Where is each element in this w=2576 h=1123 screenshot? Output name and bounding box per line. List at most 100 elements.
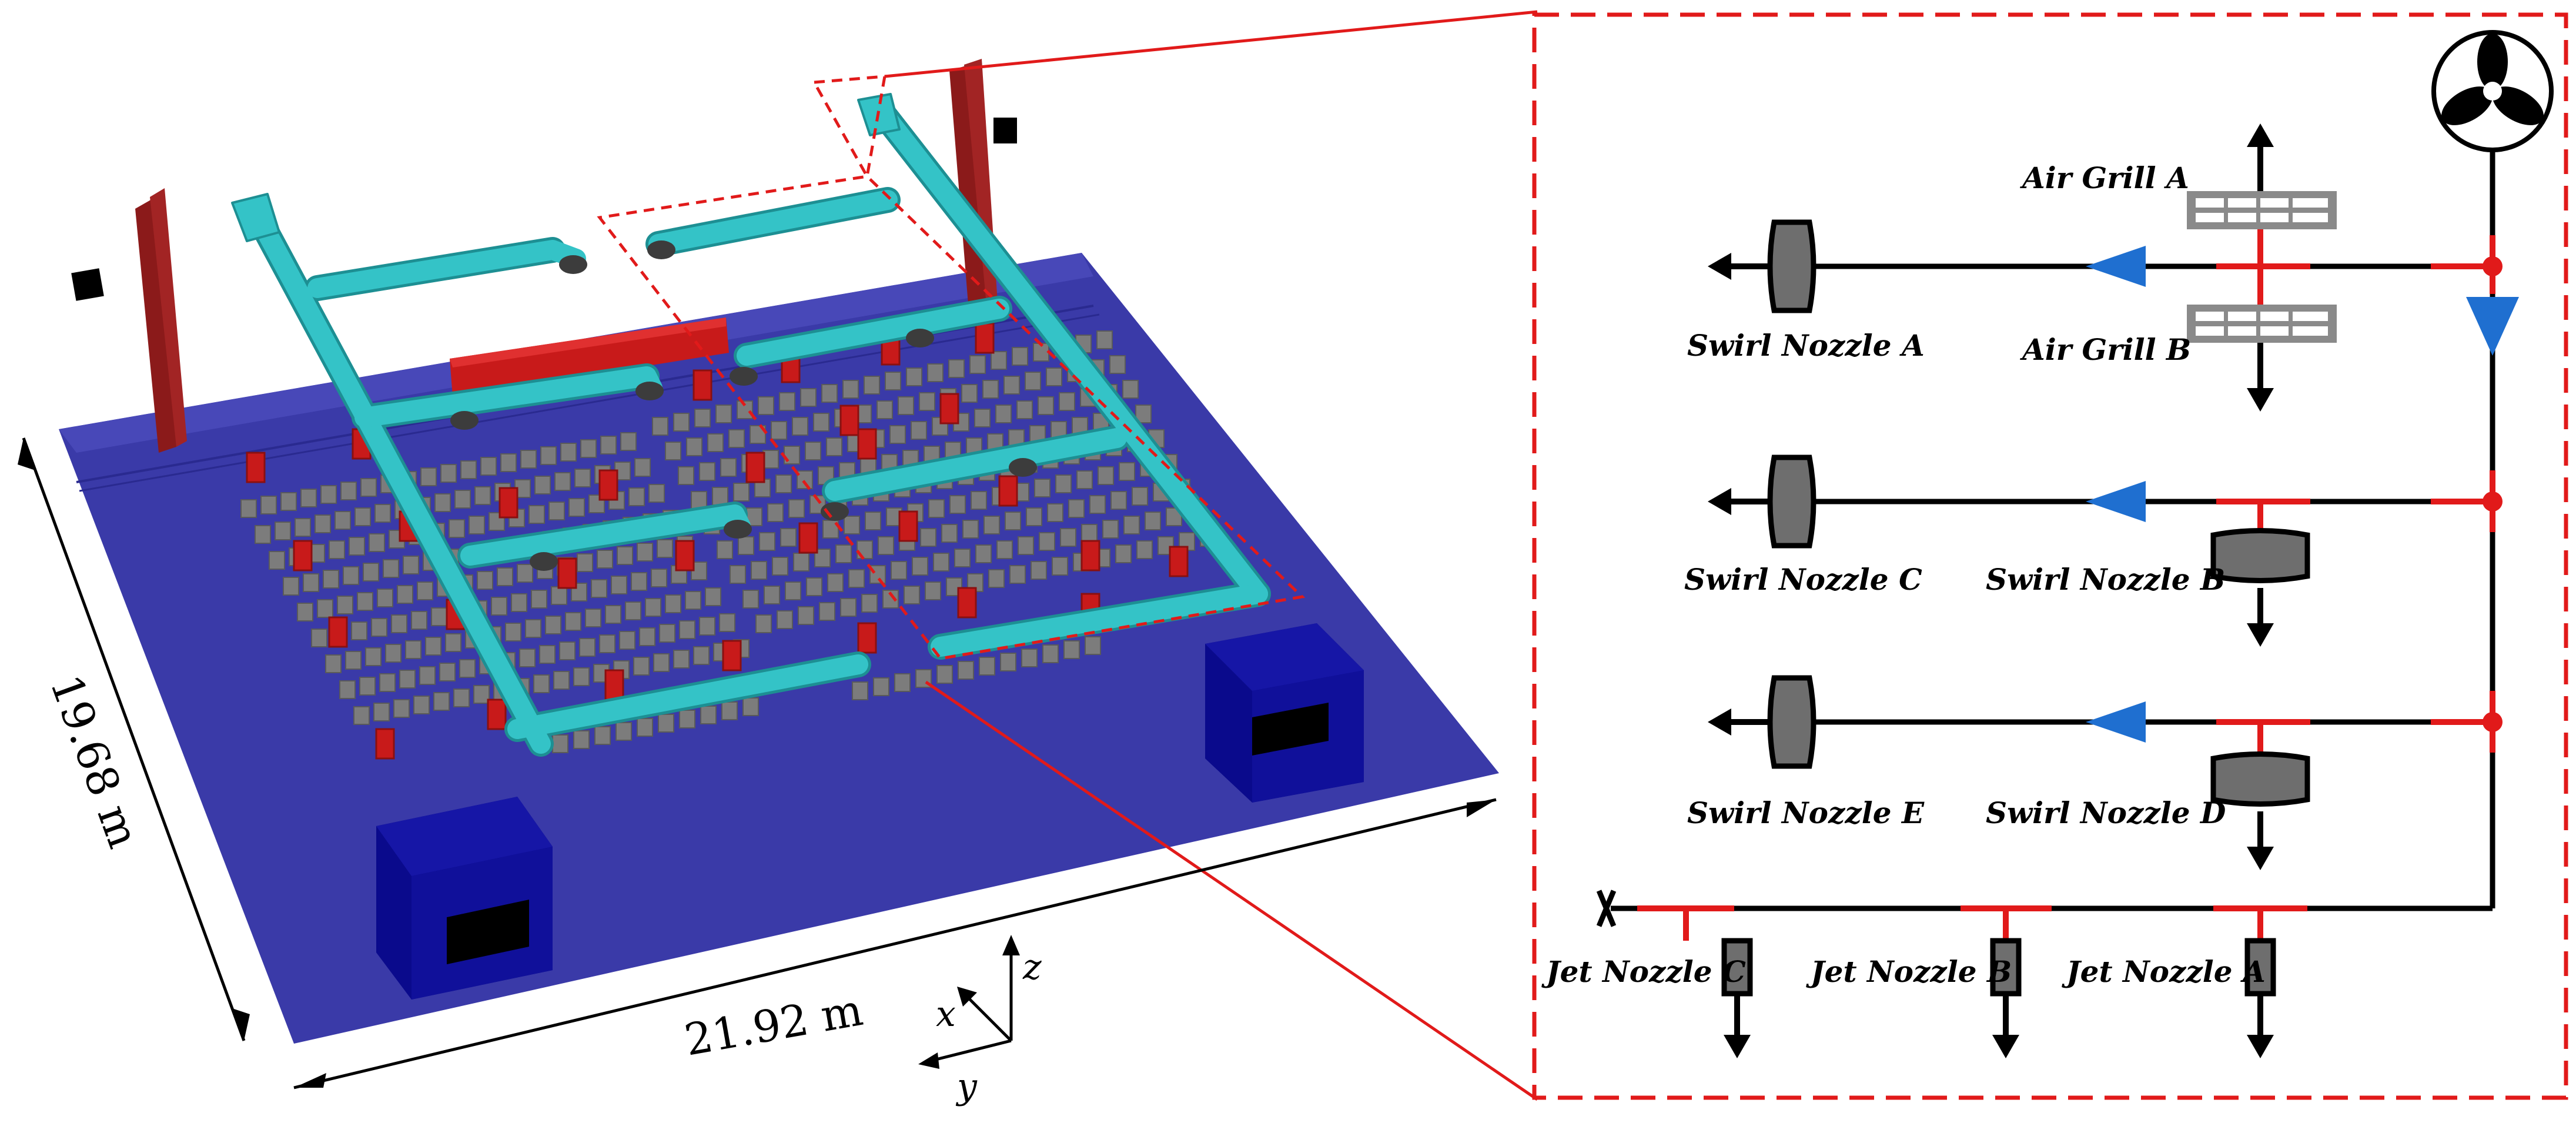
cow-block: [906, 367, 922, 386]
valve-icons: [2086, 246, 2519, 743]
cow-block: [260, 496, 277, 514]
cow-block: [420, 467, 437, 486]
cow-block: [982, 380, 999, 399]
dimension-width: [18, 437, 250, 1041]
jet-nozzle-c-label: Jet Nozzle C: [1541, 954, 1746, 989]
valve-icon: [2086, 246, 2146, 287]
cow-block: [634, 458, 651, 477]
heat-lamp: [798, 522, 818, 554]
cow-block: [1085, 636, 1101, 655]
cow-block: [1096, 330, 1113, 349]
cow-block: [440, 464, 457, 483]
cow-block: [1060, 528, 1076, 547]
cow-block: [449, 519, 465, 538]
cow-block: [565, 612, 581, 631]
cow-block: [659, 624, 675, 643]
heat-lamp: [975, 322, 995, 354]
cow-block: [619, 631, 635, 650]
cow-block: [949, 495, 966, 514]
cow-block: [1119, 462, 1135, 481]
cow-block: [303, 573, 319, 592]
cow-block: [1089, 495, 1106, 514]
cow-block: [827, 573, 844, 592]
cow-block: [645, 598, 661, 617]
cow-block: [991, 351, 1007, 370]
cow-block: [826, 437, 842, 456]
cow-block: [611, 576, 627, 594]
heat-lamp: [293, 540, 313, 571]
cow-block: [995, 405, 1012, 423]
cow-block: [377, 589, 393, 607]
cow-block: [631, 572, 647, 591]
cow-block: [715, 405, 732, 423]
cow-block: [434, 493, 451, 512]
cow-block: [283, 577, 299, 596]
cow-block: [329, 540, 345, 559]
heat-lamp: [675, 540, 695, 571]
cow-block: [528, 505, 545, 524]
cow-block: [300, 489, 317, 507]
cow-block: [552, 734, 568, 753]
cow-block: [1110, 491, 1127, 510]
cow-block: [1098, 466, 1114, 485]
cow-block: [793, 553, 809, 571]
cow-block: [280, 492, 297, 511]
cow-block: [685, 591, 701, 610]
cow-block: [1039, 532, 1055, 551]
cow-block: [762, 450, 779, 469]
cow-block: [374, 504, 391, 523]
schematic-frame: [1532, 12, 2568, 1100]
cow-block: [497, 567, 513, 586]
cow-block: [334, 511, 351, 530]
cow-block: [353, 706, 370, 725]
end-cap-icon: [1596, 890, 1617, 927]
cow-block: [339, 680, 356, 699]
axis-z-label: z: [1022, 947, 1042, 988]
swirl-nozzle-icons-horizontal: [2210, 528, 2310, 807]
heat-lamp: [1169, 546, 1189, 577]
cow-block: [599, 634, 615, 653]
cow-block: [721, 701, 738, 720]
cow-block: [1063, 640, 1080, 659]
cow-block: [784, 446, 800, 464]
cow-block: [431, 607, 447, 626]
cow-block: [553, 671, 570, 690]
cow-block: [822, 520, 839, 539]
cow-block: [755, 614, 772, 633]
heat-lamp: [604, 669, 624, 701]
cow-block: [678, 466, 694, 485]
cow-block: [821, 384, 838, 403]
swirl-nozzles-3d: [450, 240, 1037, 571]
axis-x-label: x: [936, 994, 956, 1035]
cow-block: [775, 474, 792, 493]
cow-block: [869, 565, 886, 584]
cow-block: [1115, 544, 1132, 563]
cow-block: [1123, 516, 1140, 534]
cow-block: [699, 617, 715, 636]
cow-block: [686, 437, 702, 456]
cow-block: [813, 413, 829, 432]
cow-block: [865, 512, 881, 530]
cow-block: [454, 490, 471, 509]
cow-block: [500, 453, 517, 472]
cow-block: [323, 570, 339, 589]
cow-block: [800, 388, 817, 407]
cow-block: [360, 478, 377, 497]
cow-block: [780, 528, 797, 547]
cow-block: [679, 710, 695, 728]
cow-block: [1136, 540, 1153, 559]
cow-block: [933, 553, 949, 571]
cow-block: [958, 661, 974, 680]
cow-block: [1012, 347, 1028, 366]
barn-3d-model: 19.68 m 21.92 m z x y: [18, 10, 1538, 1107]
cow-block: [767, 503, 784, 522]
cow-block: [1000, 653, 1016, 671]
cow-block: [974, 409, 991, 427]
cow-block: [533, 674, 550, 693]
wall-marker-right: [993, 118, 1017, 143]
heater-unit: [450, 317, 729, 397]
swirl-nozzle-c-icon: [1767, 454, 1816, 549]
air-grill-a-label: Air Grill A: [2020, 161, 2189, 195]
cow-block: [560, 443, 577, 462]
zoom-connector-bottom: [925, 680, 1538, 1101]
